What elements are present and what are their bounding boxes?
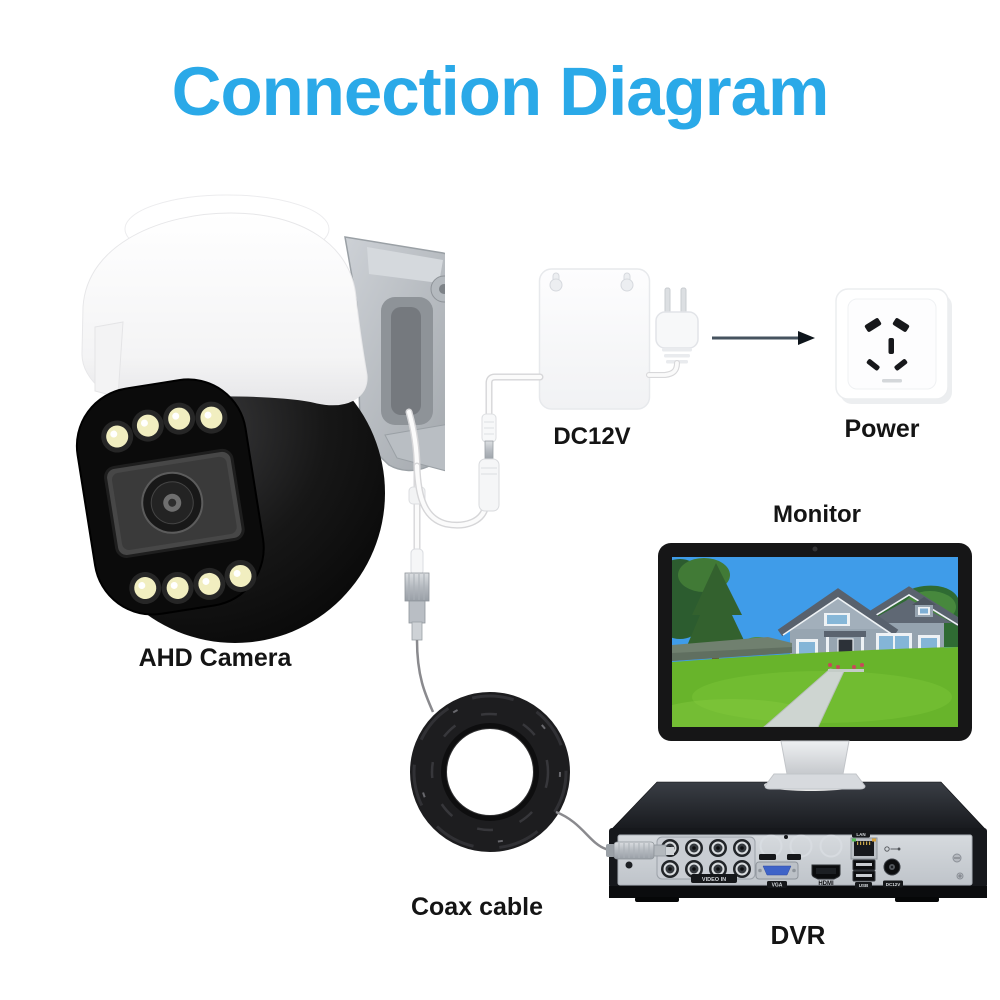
dvr-label: DVR	[770, 920, 826, 950]
outlet-label: Power	[844, 415, 920, 443]
panel-screw-left	[625, 861, 633, 869]
lan-port: LAN	[850, 831, 878, 860]
panel-screws-right	[952, 853, 964, 880]
coax-coil-illustration	[398, 678, 658, 888]
vga-port: VGA	[755, 861, 799, 888]
hdmi-port: HDMI	[811, 864, 841, 887]
led-array-bottom	[129, 559, 257, 605]
adapter-body	[538, 268, 651, 410]
adapter-output-cable	[485, 373, 544, 421]
camera-label: AHD Camera	[138, 644, 292, 672]
monitor-screen	[672, 557, 958, 727]
adapter-label: DC12V	[553, 423, 631, 450]
ahd-camera-illustration	[45, 185, 445, 665]
vga-label: VGA	[772, 882, 783, 888]
dc12v-port-label: DC12V	[886, 882, 901, 887]
led-array-top	[101, 401, 228, 453]
monitor-label: Monitor	[773, 501, 861, 528]
webcam-dot	[812, 546, 818, 552]
monitor-illustration	[650, 538, 980, 790]
coax-label: Coax cable	[410, 893, 543, 921]
mounting-holes	[549, 272, 634, 292]
ac-plug	[646, 287, 699, 378]
dc-power-jack: DC12V	[883, 846, 903, 888]
video-in-label: VIDEO IN	[702, 877, 726, 883]
wall-mount-bracket	[344, 236, 445, 472]
camera-lens	[141, 471, 204, 534]
lan-label: LAN	[856, 832, 865, 837]
page-title: Connection Diagram	[171, 53, 830, 130]
bnc-input-block: VIDEO IN	[656, 836, 756, 883]
camera-housing	[81, 194, 368, 406]
power-adapter-illustration	[538, 265, 703, 415]
monitor-stand-base	[764, 773, 866, 790]
dvr-illustration: VIDEO IN VGA HDMI	[595, 770, 995, 905]
usb-ports: USB	[852, 859, 876, 889]
power-arrow	[712, 331, 815, 345]
monitor-stand-neck	[780, 740, 850, 775]
outlet-brand-mark	[882, 379, 902, 383]
camera-faceplate	[75, 378, 265, 616]
usb-label: USB	[859, 883, 869, 888]
power-outlet-illustration	[833, 286, 958, 411]
socket-holes	[864, 318, 910, 371]
dc-connector-pair	[478, 413, 500, 512]
hdmi-label: HDMI	[818, 881, 834, 887]
